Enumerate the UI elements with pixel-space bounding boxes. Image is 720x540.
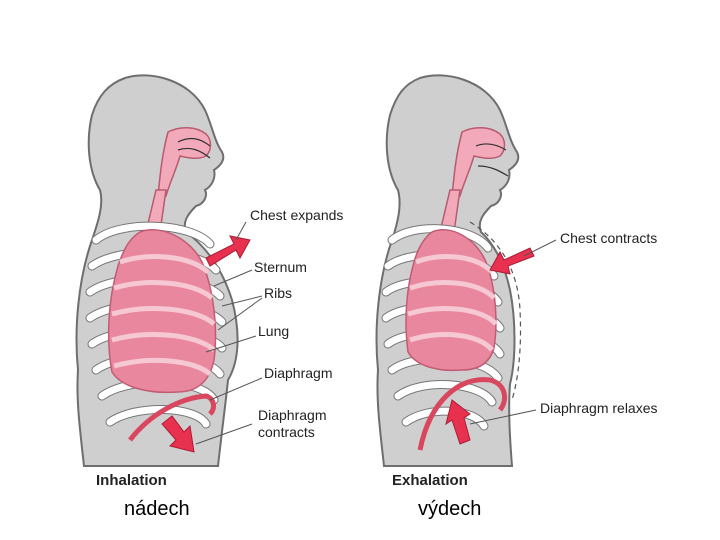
label-diaphragm-contracts-line1: Diaphragm [258,407,326,423]
exhalation-figure: Chest contracts Diaphragm relaxes Exhala… [377,75,658,520]
caption-nadech: nádech [124,498,190,520]
label-lung: Lung [258,323,289,339]
caption-vydech: výdech [418,498,481,520]
caption-exhalation: Exhalation [392,472,468,489]
label-chest-contracts: Chest contracts [560,230,657,246]
leader-line [236,222,246,240]
label-diaphragm: Diaphragm [264,365,332,381]
caption-inhalation: Inhalation [96,472,167,489]
label-ribs: Ribs [264,285,292,301]
label-diaphragm-relaxes: Diaphragm relaxes [540,400,658,416]
inhalation-figure: Chest expands Sternum Ribs Lung Diaphrag… [77,75,344,520]
label-diaphragm-contracts-line2: contracts [258,424,315,440]
label-chest-expands: Chest expands [250,207,343,223]
label-sternum: Sternum [254,259,307,275]
leader-line [524,240,556,256]
